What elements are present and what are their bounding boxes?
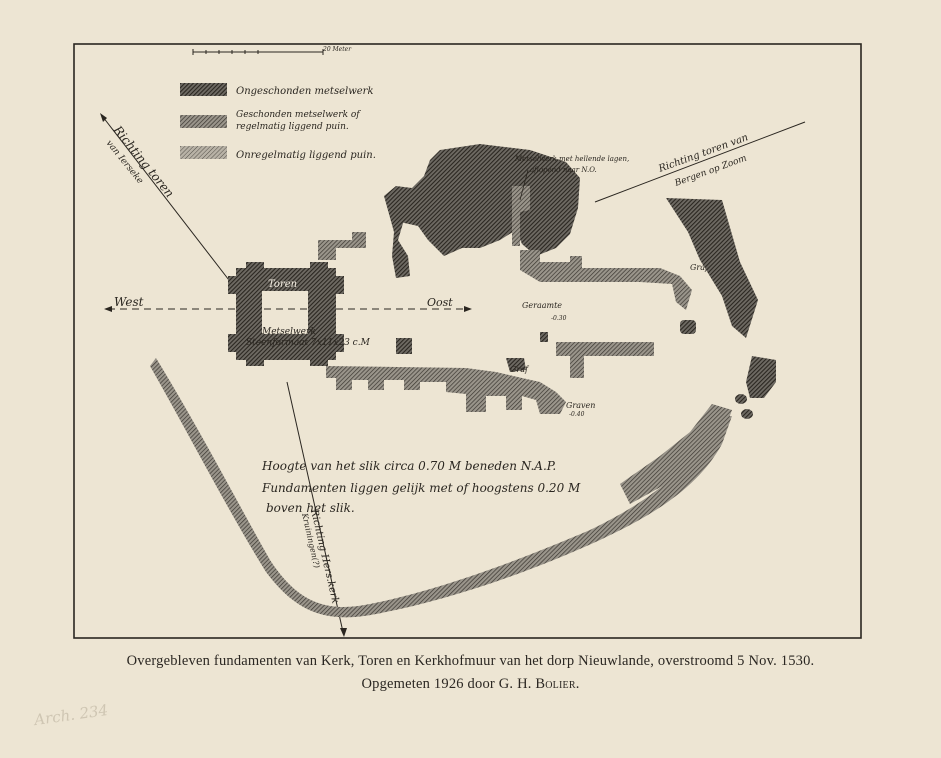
masonry-note-1: Metselwerk met hellende lagen, <box>514 155 629 163</box>
note-line-1: Hoogte van het slik circa 0.70 M beneden… <box>261 459 556 473</box>
east-wall-fragment <box>666 198 758 338</box>
caption-line-2: Opgemeten 1926 door G. H. Bolier. <box>0 676 941 693</box>
masonry-note-leader <box>519 169 529 201</box>
caption-line-1: Overgebleven fundamenten van Kerk, Toren… <box>126 653 815 669</box>
east-wall-stone-2 <box>741 409 753 419</box>
graves-depth: -0.40 <box>569 411 585 418</box>
compass-oost: Oost <box>427 296 453 309</box>
scale-label: 20 Meter <box>322 46 352 53</box>
note-line-3: boven het slik. <box>266 501 355 515</box>
church-foundations <box>326 144 696 414</box>
scale-bar: 20 Meter <box>192 46 352 55</box>
legend-swatch-medium <box>180 115 227 128</box>
skeleton-depth: -0.30 <box>551 315 567 322</box>
legend-swatch-light <box>180 146 227 159</box>
churchyard-wall-east <box>620 404 732 504</box>
masonry-note-2: aflopend naar N.O. <box>530 166 597 174</box>
compass-west: West <box>114 295 144 309</box>
direction-lines <box>100 113 806 637</box>
grave-label-1: Graf <box>690 263 710 272</box>
note-line-2: Fundamenten liggen gelijk met of hoogste… <box>261 481 581 495</box>
caption-surveyed: Opgemeten 1926 door G. H. <box>361 676 532 692</box>
east-wall-stone-1 <box>735 394 747 404</box>
tower-foundation <box>228 262 344 366</box>
legend-label-medium-2: regelmatig liggend puin. <box>236 122 349 132</box>
caption-surveyor: Bolier. <box>535 676 580 692</box>
legend-swatch-dense <box>180 83 227 96</box>
east-wall-blob <box>746 356 776 398</box>
tower-label: Toren <box>268 279 297 290</box>
legend-label-light: Onregelmatig liggend puin. <box>236 150 376 161</box>
skeleton-label: Geraamte <box>522 301 562 310</box>
legend: Ongeschonden metselwerk Geschonden metse… <box>180 83 376 161</box>
graves-label: Graven <box>566 401 595 410</box>
masonry-label-1: Metselwerk <box>261 327 316 337</box>
masonry-label-2: Steenformaat 7x11x23 c.M <box>246 338 371 348</box>
legend-label-dense: Ongeschonden metselwerk <box>236 86 374 97</box>
map-frame <box>73 43 862 639</box>
legend-label-medium-1: Geschonden metselwerk of <box>236 110 361 120</box>
grave-label-2: Graf <box>510 365 530 374</box>
church-north-wall <box>318 232 366 260</box>
